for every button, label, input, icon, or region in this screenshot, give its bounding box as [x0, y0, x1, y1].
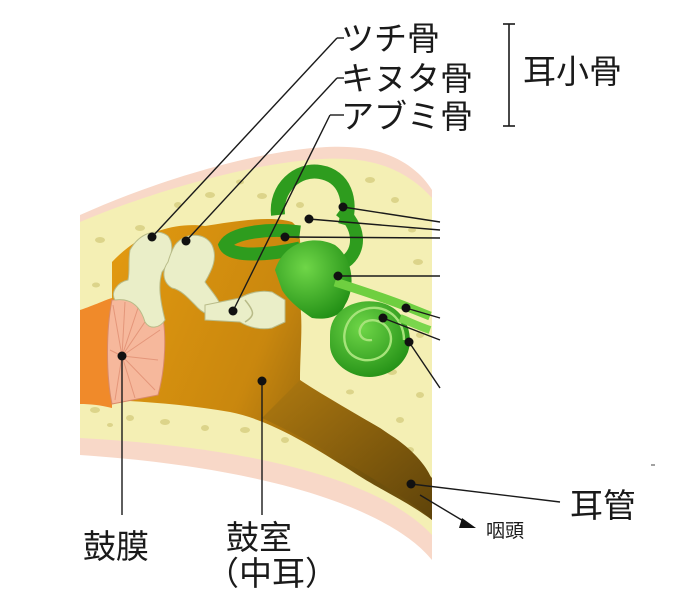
label-eustachian-tube: 耳管	[570, 486, 636, 525]
eustachian-tube	[262, 380, 432, 520]
marker-dots	[117, 202, 416, 489]
leader-lines	[121, 37, 561, 526]
label-stapes: アブミ骨	[341, 97, 473, 136]
label-incus: キヌタ骨	[341, 59, 473, 98]
label-tympanic-cavity: 鼓室	[226, 518, 292, 557]
eardrum-fibers	[109, 301, 161, 401]
label-tympanic-membrane: 鼓膜	[83, 527, 149, 566]
ossicles-bracket	[503, 23, 515, 127]
semicircular-canal-superior	[270, 164, 355, 227]
label-ossicles: 耳小骨	[523, 52, 622, 91]
cochlear-nerve	[398, 314, 432, 334]
label-malleus: ツチ骨	[341, 19, 440, 58]
semicircular-canal-lateral	[217, 224, 302, 261]
stapes-arch	[244, 299, 254, 323]
malleus-bone	[113, 231, 173, 328]
outer-ear-canal	[80, 298, 112, 408]
label-middle-ear: （中耳）	[206, 554, 338, 593]
label-pharynx: 咽頭	[486, 520, 524, 542]
pharynx-arrow-icon	[459, 518, 476, 528]
stapes-bone	[204, 290, 286, 330]
cochlea-spiral	[343, 306, 406, 362]
vestibule	[275, 240, 352, 319]
